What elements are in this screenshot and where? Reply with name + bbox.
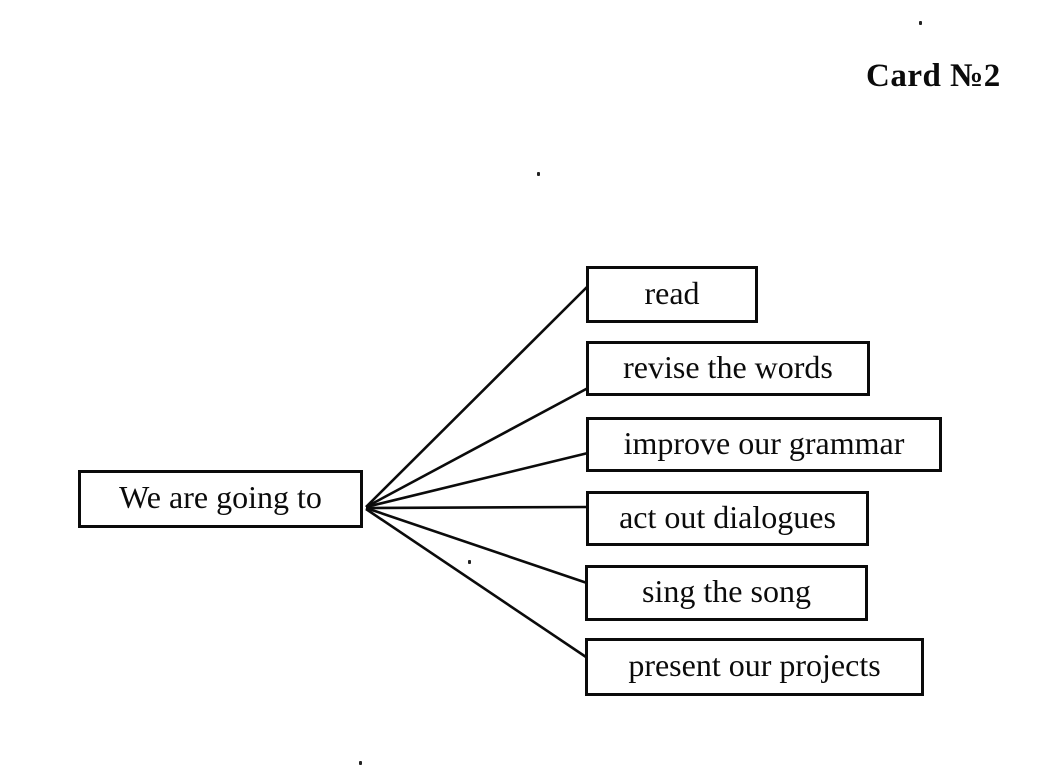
- option-node-improve-our-grammar: improve our grammar: [586, 417, 942, 472]
- connector-line-improve: [365, 451, 589, 509]
- option-node-label: revise the words: [623, 348, 833, 385]
- scan-speck: [359, 761, 362, 765]
- option-node-act-out-dialogues: act out dialogues: [586, 491, 869, 546]
- scan-speck: [919, 21, 922, 25]
- option-node-read: read: [586, 266, 758, 323]
- connector-line-revise: [365, 386, 589, 509]
- option-node-label: act out dialogues: [619, 498, 836, 535]
- option-node-revise-the-words: revise the words: [586, 341, 870, 396]
- option-node-label: sing the song: [642, 573, 811, 609]
- root-node-we-are-going-to: We are going to: [78, 470, 363, 528]
- card-number-title: Card №2: [866, 58, 1001, 94]
- option-node-label: read: [644, 274, 700, 311]
- connector-line-sing: [365, 506, 588, 585]
- scan-speck: [468, 560, 471, 564]
- root-node-label: We are going to: [119, 479, 322, 515]
- option-node-label: improve our grammar: [623, 424, 905, 461]
- connector-line-present: [365, 507, 587, 659]
- connector-line-read: [365, 285, 589, 508]
- option-node-sing-the-song: sing the song: [585, 565, 868, 621]
- connector-line-act: [365, 505, 589, 510]
- option-node-label: present our projects: [628, 647, 881, 683]
- scan-speck: [537, 172, 540, 176]
- option-node-present-our-projects: present our projects: [585, 638, 924, 696]
